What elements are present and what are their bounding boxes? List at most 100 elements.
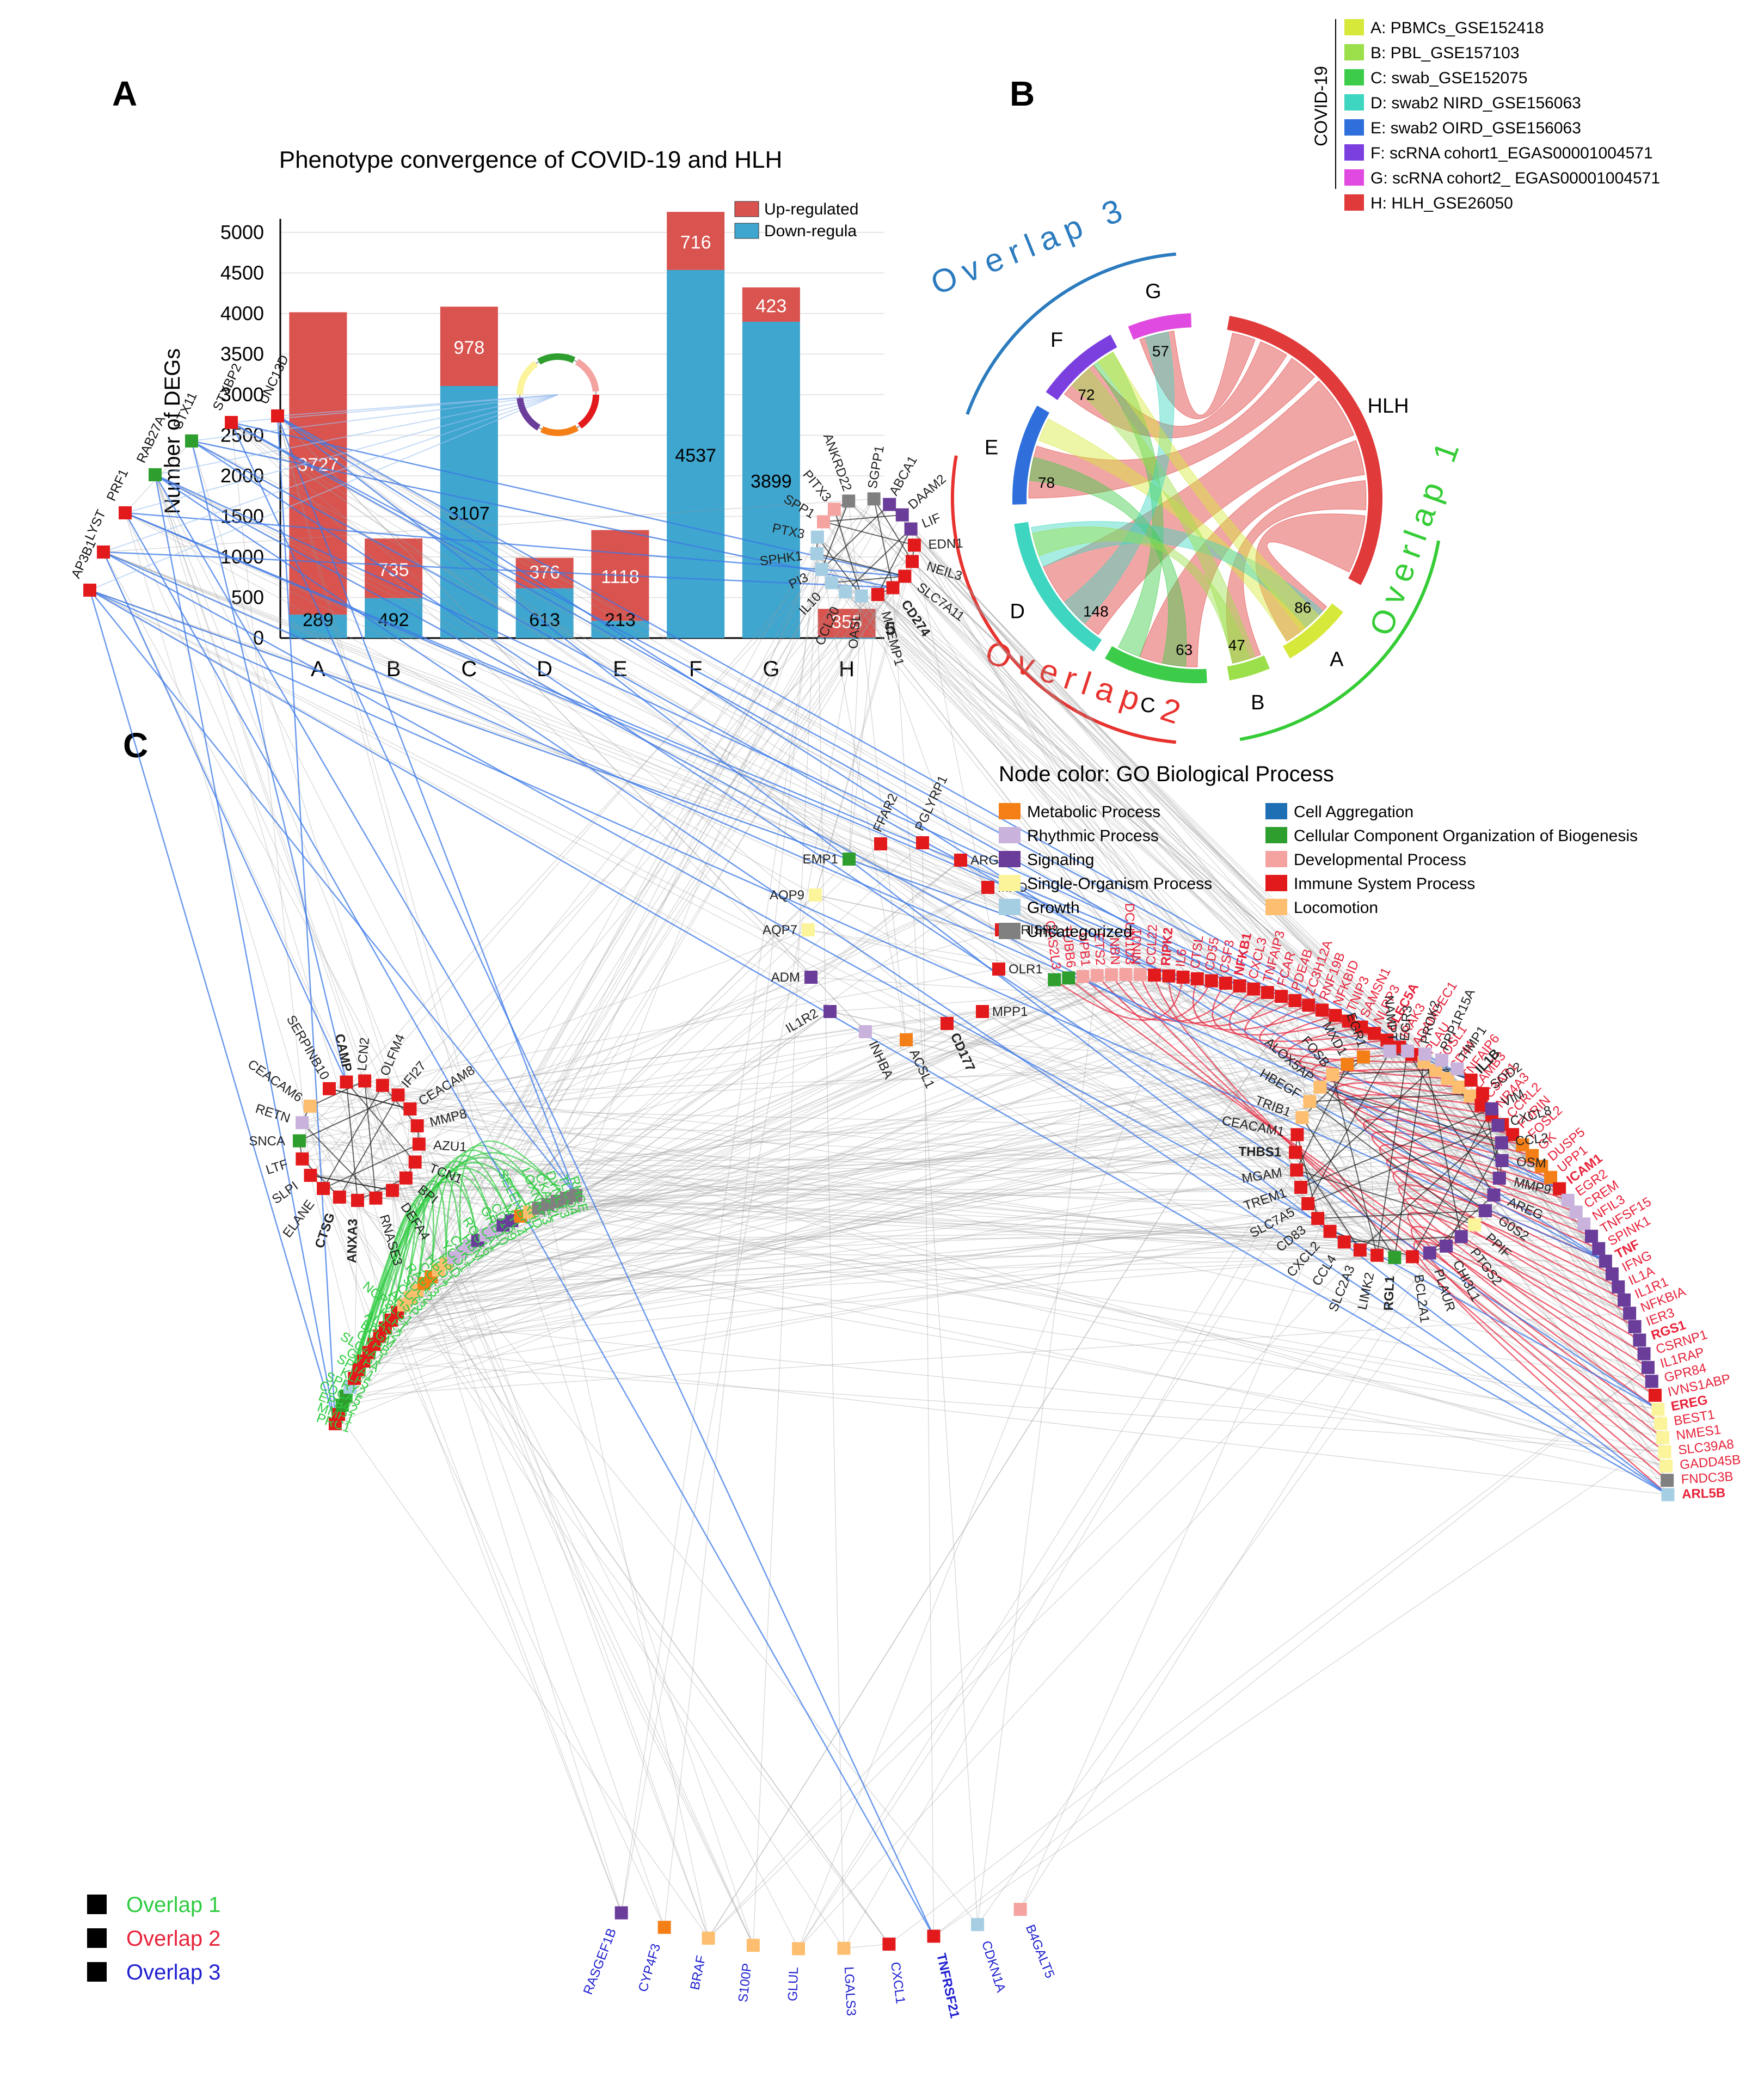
- hlh-edge: [154, 474, 577, 1196]
- legend-label-down-regula: Down-regula: [764, 222, 857, 240]
- node-plaur: [1423, 1246, 1436, 1260]
- chord-sector-value-b: 47: [1228, 636, 1245, 653]
- network-edge: [877, 594, 1298, 1135]
- chart-title: Phenotype convergence of COVID-19 and HL…: [279, 146, 783, 173]
- network-edge: [453, 529, 912, 1258]
- network-edge: [1429, 1252, 1619, 1288]
- network-legend-swatch: [999, 851, 1021, 867]
- network-edge: [445, 1263, 799, 1949]
- network-edge: [277, 415, 1471, 1096]
- node-ppp1r15a: [1435, 1053, 1449, 1067]
- cluster-edge: [1424, 1054, 1462, 1237]
- bar-up-label-b: 735: [378, 560, 409, 580]
- network-edge: [511, 1220, 754, 1946]
- network-edge: [354, 975, 1098, 1379]
- network-edge: [453, 1257, 709, 1939]
- bar-up-f: [667, 212, 725, 270]
- node-s100p: [746, 1939, 760, 1952]
- network-edge: [357, 544, 915, 1201]
- edge-layer: [89, 394, 1669, 1949]
- network-edge: [103, 498, 874, 553]
- network-edge: [816, 553, 845, 1948]
- node-fcar: [1275, 990, 1288, 1003]
- node-adm: [804, 971, 818, 984]
- network-edge: [960, 860, 1395, 1258]
- node-unc13d: [271, 409, 284, 422]
- network-edge: [904, 575, 1606, 1262]
- network-edge: [379, 1117, 1302, 1337]
- network-edge: [1332, 1074, 1636, 1327]
- network-edge: [339, 1197, 446, 1264]
- node-egr3: [1401, 1044, 1415, 1058]
- network-edge: [914, 544, 1408, 1052]
- node-slc2a3: [1353, 1243, 1367, 1257]
- network-edge: [845, 591, 1492, 1110]
- network-edge: [902, 514, 1212, 981]
- x-tick-label: E: [613, 657, 628, 681]
- node-label-lgals3: LGALS3: [841, 1966, 859, 2017]
- overlap2-edge: [1411, 1225, 1667, 1467]
- network-edge: [1491, 1108, 1656, 1396]
- node-cd55: [1204, 974, 1218, 988]
- network-edge: [415, 1161, 1499, 1179]
- network-edge: [817, 537, 1442, 1061]
- overlap-legend-swatch: [87, 1928, 107, 1948]
- node-ankrd22: [842, 494, 856, 508]
- y-tick-label: 500: [231, 586, 264, 608]
- bar-down-label-d: 613: [529, 610, 560, 630]
- node-label-oasl: OASL: [846, 614, 863, 649]
- node-timp1: [1450, 1062, 1464, 1076]
- network-edge: [453, 591, 846, 1258]
- node-vim: [1485, 1102, 1498, 1116]
- network-edge: [155, 474, 411, 1110]
- network-edge: [424, 1236, 1461, 1284]
- network-edge: [438, 974, 1141, 1271]
- node-sgpp1: [867, 492, 881, 506]
- network-legend-swatch: [999, 899, 1021, 915]
- network-edge: [231, 422, 1296, 1153]
- network-edge: [904, 575, 1495, 1196]
- node-label-ifi27: IFI27: [398, 1058, 429, 1090]
- network-edge: [417, 1125, 1378, 1256]
- hlh-edge: [230, 422, 935, 1937]
- bar-up-h: [818, 609, 876, 638]
- network-edge: [892, 587, 978, 1925]
- chord-ribbon-hlh-f: [1064, 341, 1287, 438]
- node-label-pitx3: PITX3: [800, 468, 834, 505]
- network-edge: [89, 590, 1323, 1011]
- network-edge: [538, 1151, 1296, 1209]
- network-legend-swatch: [999, 923, 1021, 939]
- cluster-edge: [1344, 1236, 1461, 1243]
- network-edge: [889, 504, 1656, 1396]
- chord-legend-label: G: scRNA cohort2_ EGAS00001004571: [1370, 169, 1660, 187]
- node-areg: [1487, 1188, 1501, 1202]
- network-edge: [848, 500, 1364, 1057]
- network-edge: [415, 1161, 1447, 1247]
- chord-legend-swatch: [1344, 144, 1364, 161]
- network-edge: [277, 415, 1665, 1452]
- network-edge: [503, 1050, 1390, 1226]
- node-csrnp1: [1637, 1347, 1651, 1360]
- network-edge: [391, 974, 1112, 1321]
- network-edge: [888, 1367, 1649, 1945]
- node-azu1: [412, 1137, 426, 1151]
- network-edge: [338, 1414, 709, 1939]
- node-label-aqp7: AQP7: [763, 923, 797, 937]
- node-nfil3: [1577, 1217, 1591, 1231]
- network-edge: [538, 1208, 1599, 1249]
- network-edge: [363, 514, 903, 1362]
- node-ets2: [1090, 969, 1104, 982]
- node-ivns1abp: [1648, 1388, 1662, 1402]
- node-rhce: [569, 1188, 583, 1202]
- network-edge: [477, 1236, 1592, 1241]
- node-ccl4: [1337, 1235, 1351, 1249]
- network-edge: [403, 1236, 1461, 1306]
- network-edge: [359, 983, 1226, 1370]
- chord-sector-label-a: A: [1330, 648, 1344, 671]
- network-edge: [922, 842, 935, 1936]
- node-camp: [340, 1075, 353, 1089]
- network-edge: [502, 576, 906, 1225]
- network-edge: [431, 1276, 754, 1946]
- chord-legend-label: H: HLH_GSE26050: [1370, 194, 1513, 212]
